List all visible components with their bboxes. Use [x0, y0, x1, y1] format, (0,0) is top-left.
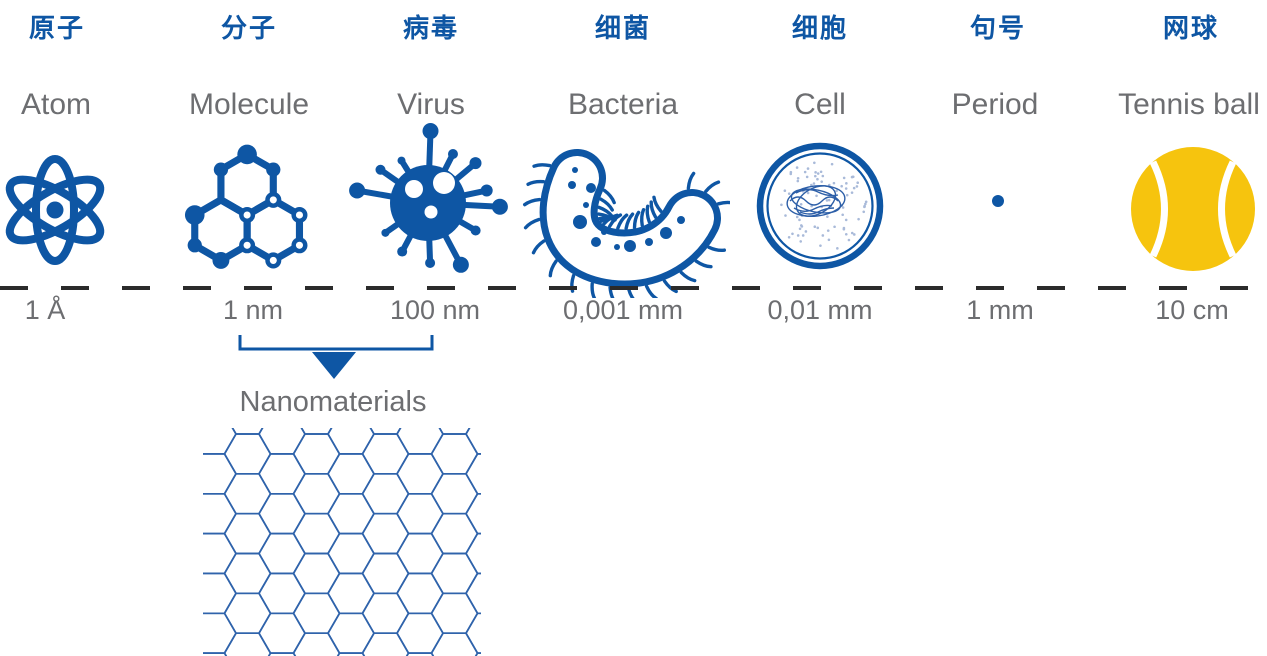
size-period: 1 mm: [966, 295, 1034, 325]
bacteria-icon: [523, 149, 730, 298]
label-en-atom: Atom: [20, 88, 92, 121]
size-bacteria: 0,001 mm: [562, 295, 684, 325]
cell-nucleus: [786, 184, 846, 218]
tennis-ball-icon: [1131, 147, 1255, 271]
label-en-molecule: Molecule: [188, 88, 310, 121]
label-en-tennis-ball: Tennis ball: [1118, 88, 1260, 121]
size-cell: 0,01 mm: [767, 295, 873, 325]
graphene-lattice-icon: [203, 428, 481, 656]
label-zh-period: 句号: [969, 13, 1027, 43]
size-molecule: 1 nm: [222, 295, 284, 325]
label-zh-tennis-ball: 网球: [1162, 13, 1220, 43]
atom-icon: [5, 155, 105, 265]
arrow-down-icon: [312, 352, 356, 379]
nanomaterials-bracket: [238, 335, 434, 379]
label-zh-atom: 原子: [28, 13, 86, 43]
label-en-bacteria: Bacteria: [567, 88, 679, 121]
size-tennis-ball: 10 cm: [1155, 295, 1229, 325]
label-zh-cell: 细胞: [791, 13, 849, 43]
label-zh-virus: 病毒: [402, 13, 460, 43]
label-en-cell: Cell: [794, 88, 846, 121]
cell-icon: [756, 142, 884, 270]
molecule-icon: [184, 144, 308, 269]
label-zh-bacteria: 细菌: [594, 13, 652, 43]
nanomaterials-label: Nanomaterials: [239, 386, 427, 418]
virus-icon: [349, 123, 508, 273]
size-atom: 1 Å: [24, 295, 66, 325]
label-zh-molecule: 分子: [220, 13, 278, 43]
period-dot-icon: [992, 195, 1004, 207]
size-virus: 100 nm: [389, 295, 481, 325]
label-en-virus: Virus: [397, 88, 465, 121]
scale-dashed-line: [0, 286, 1267, 290]
label-en-period: Period: [951, 88, 1039, 121]
